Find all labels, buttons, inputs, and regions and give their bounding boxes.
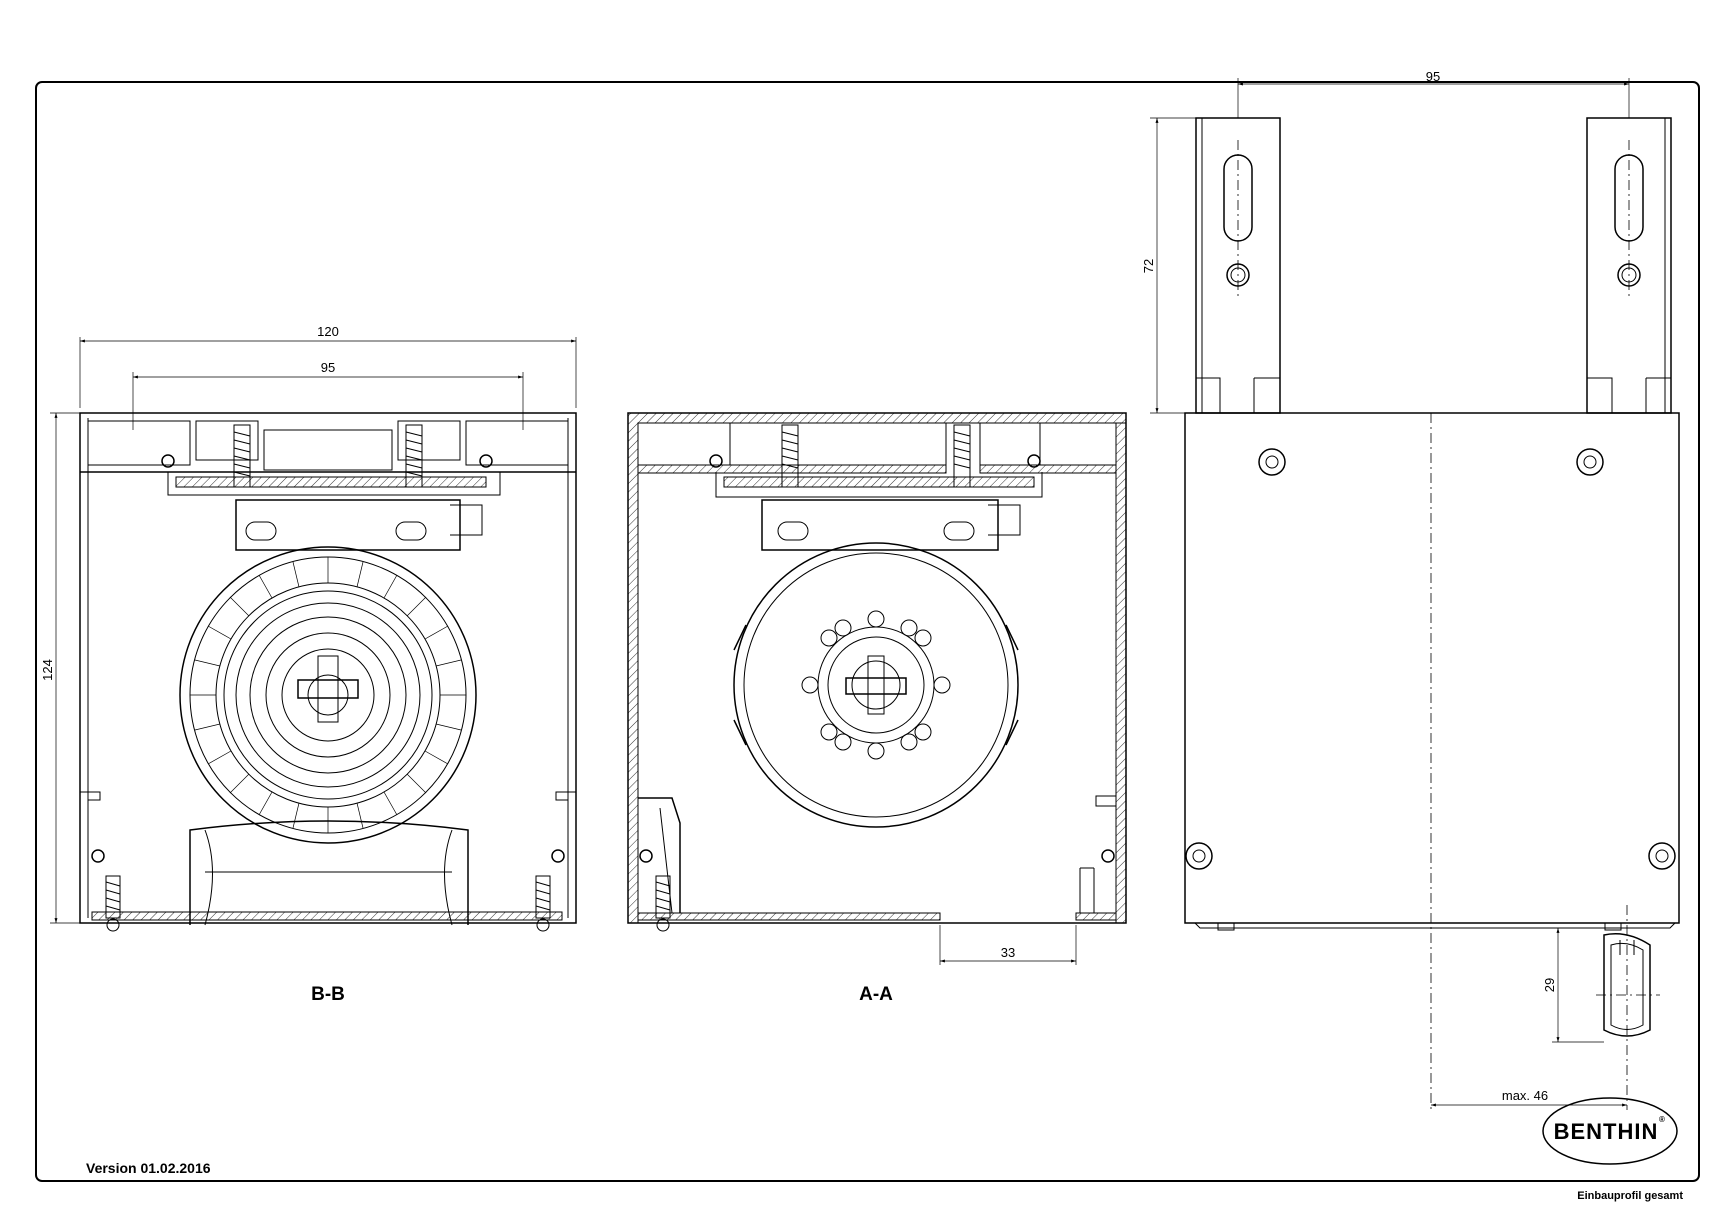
logo-reg: ®: [1659, 1115, 1665, 1124]
version-label: Version 01.02.2016: [86, 1160, 211, 1176]
drawing-title: Einbauprofil gesamt: [1577, 1190, 1683, 1202]
dim-bb-width-inner: 95: [321, 360, 335, 375]
dim-side-bracket-height: 72: [1141, 259, 1156, 273]
section-label-aa: A-A: [859, 984, 893, 1005]
section-bb: 120 95 124 B-B: [40, 324, 577, 1005]
dim-bb-height: 124: [40, 659, 55, 681]
dim-bb-width-total: 120: [317, 324, 339, 339]
side-view: 95 72 29 max. 46: [1141, 69, 1680, 1110]
logo-text: BENTHIN: [1554, 1119, 1659, 1144]
benthin-logo: BENTHIN ®: [1542, 1097, 1678, 1165]
section-label-bb: B-B: [311, 984, 345, 1005]
dim-aa-offset: 33: [1001, 945, 1015, 960]
drawing-frame: [35, 81, 1700, 1182]
dim-side-slat-height: 29: [1542, 978, 1557, 992]
dim-side-max: max. 46: [1502, 1088, 1548, 1103]
dim-side-top-width: 95: [1426, 69, 1440, 84]
section-aa: 33 A-A: [627, 412, 1127, 1005]
